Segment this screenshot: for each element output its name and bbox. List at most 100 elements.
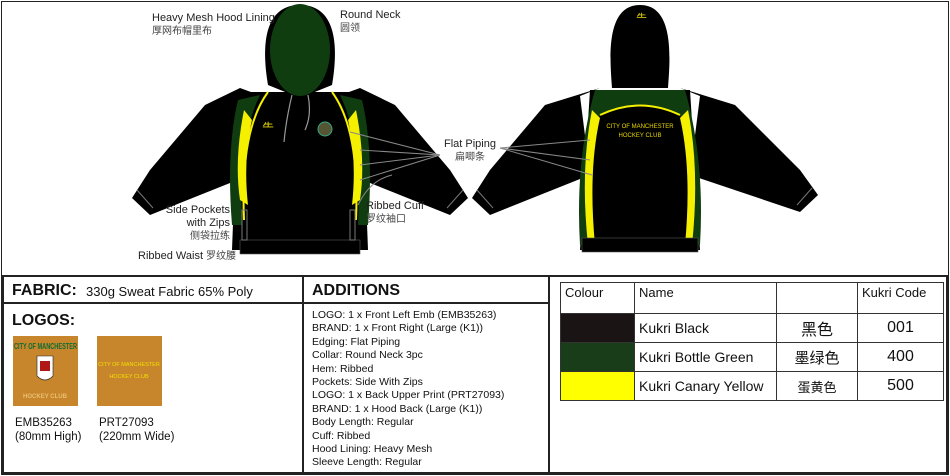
back-left-cuff-line [476,189,494,209]
back-hood [610,5,670,88]
addition-item: Body Length: Regular [312,416,414,429]
front-right-piping [331,91,358,221]
addition-item: BRAND: 1 x Hood Back (Large (K1)) [312,402,483,415]
header-colour: Colour [560,282,635,314]
back-print-line2: HOCKEY CLUB [619,133,662,139]
additions-list: LOGO: 1 x Front Left Emb (EMB35263) BRAN… [302,302,550,474]
emb-size: (80mm High) [15,431,82,443]
colour-name: Kukri Bottle Green [634,342,777,372]
ribbed-cuff-label: Ribbed Cuff 罗纹袖口 [366,200,424,226]
back-right-sleeve [680,88,818,212]
side-pockets-label: Side Pockets with Zips 侧袋拉练 [160,204,230,243]
front-left-piping [242,91,269,221]
front-left-green-panel [230,95,260,225]
addition-item: Hem: Ribbed [312,362,374,375]
logo-prt27093-caption: PRT27093 (220mm Wide) [99,416,174,444]
side-pockets-en1: Side Pockets [165,204,230,216]
colour-swatch [560,342,635,372]
front-hoodie: ⺧ [132,4,468,255]
colour-row: Kukri Bottle Green 墨绿色 400 [560,342,944,372]
side-pockets-cn: 侧袋拉练 [190,231,230,242]
colour-cn: 墨绿色 [776,342,858,372]
addition-item: LOGO: 1 x Back Upper Print (PRT27093) [312,389,505,402]
back-leader-lines [499,139,593,176]
hood-lining-cn: 厚网布帽里布 [152,26,212,37]
back-left-sleeve [472,88,600,215]
front-right-green-panel [340,95,370,225]
fabric-label: FABRIC: [12,282,77,299]
additions-header-panel: ADDITIONS [302,275,550,304]
header-code: Kukri Code [857,282,944,314]
ribbed-waist-cn: 罗纹腰 [206,251,237,262]
header-name: Name [634,282,777,314]
front-leader-lines [349,131,441,206]
back-yoke-piping [599,104,681,116]
ribbed-waist-band [239,239,361,255]
right-cuff-line [446,189,464,209]
round-neck-label: Round Neck 圆领 [340,9,401,35]
addition-item: Pockets: Side With Zips [312,376,423,389]
back-green-yoke [579,90,701,245]
addition-item: Hood Lining: Heavy Mesh [312,443,433,456]
colour-code: 001 [857,313,944,343]
side-pockets-en2: with Zips [186,217,230,229]
colour-row: Kukri Black 黑色 001 [560,313,944,343]
colour-name: Kukri Black [634,313,777,343]
front-body [232,92,368,250]
flat-piping-cn: 扁唧条 [454,152,485,163]
addition-item: BRAND: 1 x Front Right (Large (K1)) [312,322,483,335]
fabric-panel: FABRIC: 330g Sweat Fabric 65% Poly [2,275,304,304]
ribbed-waist-label: Ribbed Waist 罗纹腰 [138,250,236,263]
hood-lining-green [270,4,330,96]
back-right-cuff-line [796,187,813,206]
round-neck-en: Round Neck [340,9,401,21]
ribbed-cuff-cn: 罗纹袖口 [366,214,406,225]
colour-cn: 蛋黄色 [776,371,858,401]
colour-swatch [560,313,635,343]
prt-size: (220mm Wide) [99,431,175,443]
colour-table-header: Colour Name Kukri Code [560,282,944,314]
kukri-brand-icon: ⺧ [262,121,274,135]
addition-item: Collar: Round Neck 3pc [312,349,423,362]
logos-panel: LOGOS: CITY OF MANCHESTER HOCKEY CLUB CI… [2,302,304,474]
round-neck-cn: 圆领 [340,23,360,34]
front-right-sleeve [338,88,468,215]
logo-emb35263-caption: EMB35263 (80mm High) [15,416,81,444]
logos-label: LOGOS: [12,312,76,329]
drawstrings [283,94,311,143]
colour-swatch [560,371,635,401]
addition-item: LOGO: 1 x Front Left Emb (EMB35263) [312,309,497,321]
back-print-line1: CITY OF MANCHESTER [606,124,674,130]
colour-row: Kukri Canary Yellow 蛋黄色 500 [560,371,944,401]
hood-back-kukri-icon: ⺧ [636,12,647,25]
emb-logo-bottom-text: HOCKEY CLUB [23,394,68,400]
colour-cn: 黑色 [776,313,858,343]
colour-table: Colour Name Kukri Code Kukri Black 黑色 00… [560,282,944,401]
emb-code: EMB35263 [15,417,72,429]
back-yellow-left [584,110,600,245]
colour-code: 400 [857,342,944,372]
colour-name: Kukri Canary Yellow [634,371,777,401]
back-yellow-right [680,110,696,245]
crest-red-icon [40,361,50,371]
prt-logo-bottom-text: HOCKEY CLUB [109,374,149,380]
colour-code: 500 [857,371,944,401]
ribbed-waist-en: Ribbed Waist [138,250,204,262]
left-cuff-line [136,189,154,209]
ribbed-cuff-en: Ribbed Cuff [366,200,424,212]
club-crest-icon [317,121,333,137]
fabric-value: 330g Sweat Fabric 65% Poly [86,284,253,299]
header-cn [776,282,858,314]
hood-lining-en: Heavy Mesh Hood Lining [152,12,275,24]
prt-code: PRT27093 [99,417,154,429]
hood-lining-label: Heavy Mesh Hood Lining 厚网布帽里布 [152,12,275,38]
flat-piping-label: Flat Piping 扁唧条 [444,138,496,164]
addition-item: Edging: Flat Piping [312,335,401,348]
back-hoodie: ⺧ CITY OF MANCHESTER HOCKEY CLUB [472,5,818,253]
additions-label: ADDITIONS [312,282,400,299]
addition-item: Cuff: Ribbed [312,429,371,442]
back-waist-band [581,237,699,253]
front-left-sleeve [132,88,262,215]
garment-illustration: ⺧ ⺧ CITY OF MANCHESTER HOCKEY CLUB [132,4,818,255]
